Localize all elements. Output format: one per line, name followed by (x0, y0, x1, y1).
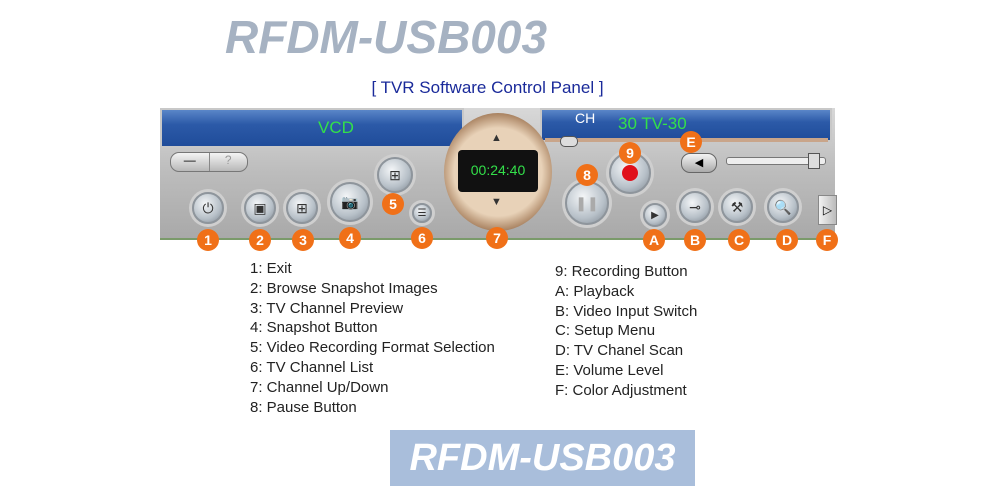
legend-item: 5: Video Recording Format Selection (250, 339, 495, 357)
video-input-icon: ⊸ (689, 198, 701, 215)
badge-c: C (728, 229, 750, 251)
setup-menu-button[interactable]: ⚒ (721, 191, 753, 223)
legend-item: 9: Recording Button (555, 263, 688, 280)
legend-item: 6: TV Channel List (250, 358, 374, 376)
badge-b: B (684, 229, 706, 251)
badge-6: 6 (411, 227, 433, 249)
badge-e: E (680, 131, 702, 153)
playback-button[interactable]: ▶ (643, 203, 667, 227)
legend-item: F: Color Adjustment (555, 381, 687, 399)
legend-item: 8: Pause Button (250, 398, 357, 416)
record-button[interactable] (609, 152, 651, 194)
badge-d: D (776, 229, 798, 251)
power-icon: ⏻ (202, 199, 214, 216)
legend-item: E: Volume Level (555, 361, 664, 379)
badge-9: 9 (619, 142, 641, 164)
legend-item: 7: Channel Up/Down (250, 378, 389, 396)
legend-left: 1: Exit 2: Browse Snapshot Images 3: TV … (250, 259, 495, 417)
channel-list-button[interactable]: ☰ (412, 203, 432, 223)
watermark-box: RFDM-USB003 (390, 430, 695, 486)
search-icon: 🔍 (774, 198, 792, 215)
recording-format-button[interactable]: ⊞ (377, 157, 413, 193)
snapshot-button[interactable]: 📷 (330, 182, 370, 222)
channel-preview-button[interactable]: ⊞ (286, 192, 318, 224)
exit-button[interactable]: ⏻ (192, 192, 224, 224)
preview-icon: ⊞ (296, 199, 308, 216)
film-icon: ▣ (253, 199, 267, 216)
channel-up-button[interactable]: ▲ (491, 132, 502, 144)
badge-8: 8 (576, 164, 598, 186)
legend-item: C: Setup Menu (555, 322, 656, 340)
volume-slider[interactable] (726, 157, 826, 165)
speaker-icon: ◀ (694, 157, 704, 169)
pause-button[interactable]: ❚❚ (565, 181, 609, 225)
color-adjustment-tab[interactable]: ▷ (818, 195, 837, 225)
video-input-button[interactable]: ⊸ (679, 191, 711, 223)
browse-snapshots-button[interactable]: ▣ (244, 192, 276, 224)
volume-button[interactable]: ◀ (681, 153, 717, 173)
watermark: RFDM-USB003 (225, 11, 548, 63)
volume-slider-handle[interactable] (808, 153, 820, 169)
badge-f: F (816, 229, 838, 251)
window-buttons: — ? (170, 152, 248, 172)
badge-2: 2 (249, 229, 271, 251)
legend-item: D: TV Chanel Scan (555, 342, 684, 360)
play-icon: ▶ (651, 209, 659, 221)
badge-5: 5 (382, 193, 404, 215)
pause-icon: ❚❚ (575, 194, 599, 211)
minimize-button[interactable]: — (171, 153, 210, 171)
channel-slider-handle[interactable] (560, 136, 578, 147)
camera-icon: 📷 (341, 193, 359, 210)
legend-right: 9: Recording Button A: Playback B: Video… (555, 262, 697, 401)
page-title: [ TVR Software Control Panel ] (371, 78, 604, 97)
source-display (160, 108, 464, 148)
badge-a: A (643, 229, 665, 251)
chip-icon: ⊞ (389, 166, 401, 183)
badge-7: 7 (486, 227, 508, 249)
timer-display (458, 150, 538, 192)
legend-item: 1: Exit (250, 260, 292, 277)
badge-4: 4 (339, 227, 361, 249)
channel-down-button[interactable]: ▼ (491, 196, 502, 208)
record-icon (622, 165, 638, 181)
help-button[interactable]: ? (224, 153, 232, 167)
source-label: VCD (318, 118, 354, 137)
legend-item: 3: TV Channel Preview (250, 299, 404, 317)
legend-item: 4: Snapshot Button (250, 319, 378, 337)
channel-label: 30 TV-30 (618, 114, 687, 133)
legend-item: B: Video Input Switch (555, 302, 698, 320)
chevron-right-icon: ▷ (822, 203, 833, 217)
tools-icon: ⚒ (730, 198, 744, 215)
list-icon: ☰ (417, 207, 427, 219)
legend-item: 2: Browse Snapshot Images (250, 279, 438, 297)
legend-item: A: Playback (555, 282, 635, 300)
ch-label: CH (575, 110, 596, 126)
badge-3: 3 (292, 229, 314, 251)
channel-scan-button[interactable]: 🔍 (767, 191, 799, 223)
badge-1: 1 (197, 229, 219, 251)
timer: 00:24:40 (470, 162, 526, 178)
